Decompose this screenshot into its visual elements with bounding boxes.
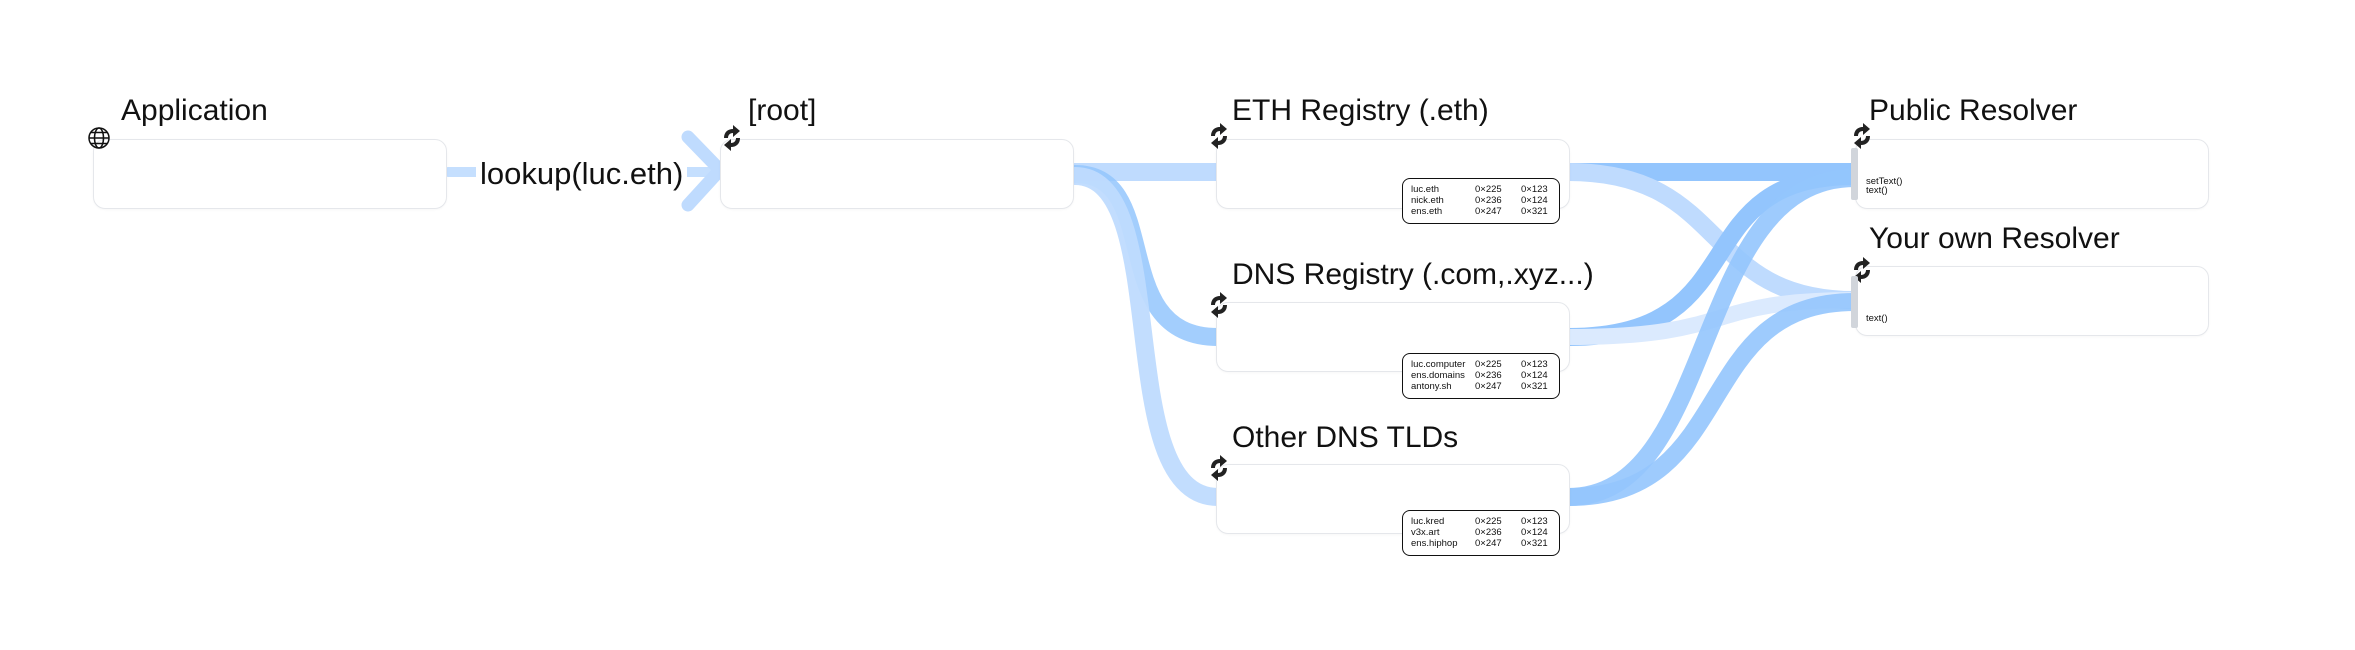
public-resolver-title: Public Resolver — [1869, 94, 2078, 127]
root-node[interactable] — [720, 139, 1074, 209]
resolver-slot — [1851, 276, 1858, 328]
public-resolver-node[interactable] — [1855, 139, 2209, 209]
other-dns-title: Other DNS TLDs — [1232, 421, 1459, 454]
eth-registry-title: ETH Registry (.eth) — [1232, 94, 1489, 127]
refresh-arrows-icon — [720, 124, 744, 152]
flow-root-other — [1066, 167, 1227, 506]
function-label: text() — [1866, 313, 1888, 324]
flow-eth-own — [1559, 163, 1864, 309]
function-label: setText() — [1866, 176, 1903, 187]
flow-other-own — [1559, 293, 1864, 506]
function-label: text() — [1866, 185, 1888, 196]
dns-registry-title: DNS Registry (.com,.xyz...) — [1232, 258, 1594, 291]
root-title: [root] — [748, 94, 817, 127]
refresh-arrows-icon — [1207, 122, 1231, 150]
lookup-label: lookup(luc.eth) — [476, 156, 688, 192]
own-resolver-node[interactable] — [1855, 266, 2209, 336]
refresh-arrows-icon — [1850, 256, 1874, 284]
refresh-arrows-icon — [1207, 454, 1231, 482]
application-title: Application — [121, 94, 268, 127]
refresh-arrows-icon — [1207, 291, 1231, 319]
globe-icon — [87, 126, 111, 150]
resolver-slot — [1851, 148, 1858, 200]
own-resolver-title: Your own Resolver — [1869, 222, 2120, 255]
application-node[interactable] — [93, 139, 447, 209]
refresh-arrows-icon — [1850, 122, 1874, 150]
